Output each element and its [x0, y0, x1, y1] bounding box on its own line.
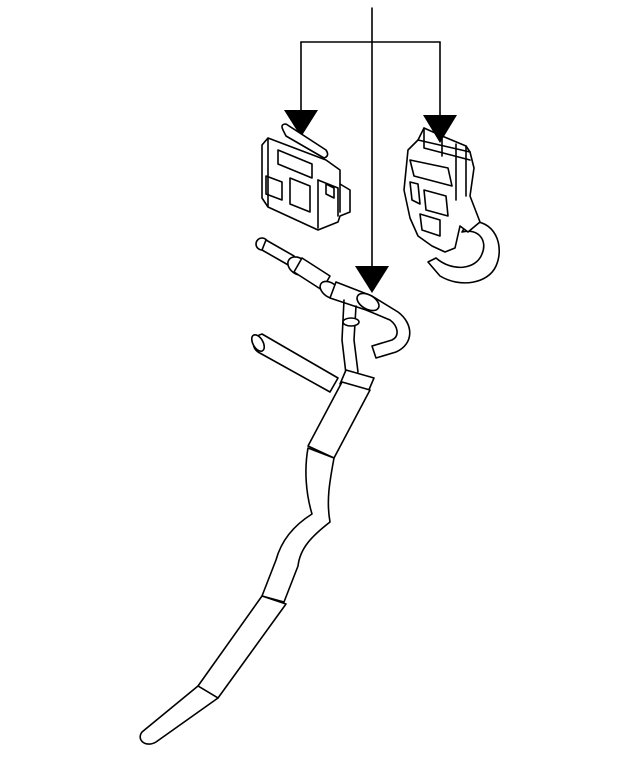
arrowhead-right-connector — [423, 115, 457, 143]
connector-right-icon — [403, 127, 501, 284]
callout-leader-top — [300, 41, 441, 119]
wire-harness-icon — [139, 237, 411, 745]
arrowhead-left-connector — [284, 110, 318, 137]
arrowhead-harness — [355, 266, 389, 293]
connector-left-icon — [261, 123, 351, 231]
